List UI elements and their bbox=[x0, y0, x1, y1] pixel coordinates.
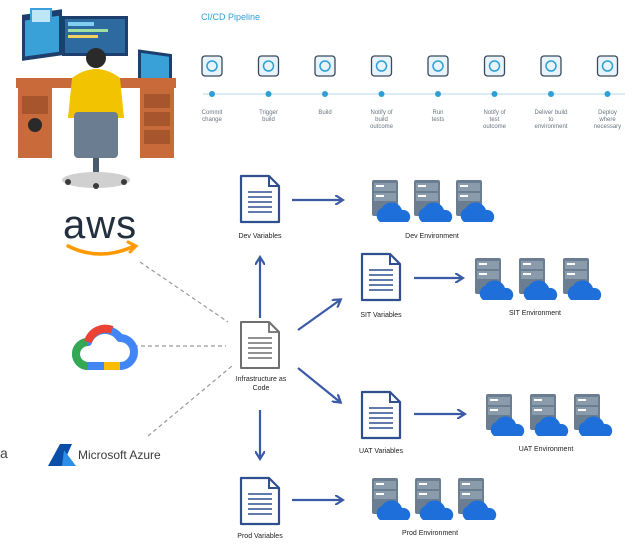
pipeline-dots bbox=[209, 91, 611, 97]
env-arrows bbox=[292, 200, 464, 500]
iac-label: Infrastructure as Code bbox=[235, 376, 287, 392]
pipeline-stage-dot bbox=[378, 91, 385, 97]
pipeline-stage-label: Deploy where necessary bbox=[593, 110, 622, 130]
sit-variables-label: SIT Variables bbox=[360, 312, 402, 319]
sit-environment-label: SIT Environment bbox=[508, 310, 561, 317]
dev-variables-label: Dev Variables bbox=[238, 233, 282, 240]
prod-variables-label: Prod Variables bbox=[237, 533, 283, 540]
azure-logo-icon bbox=[48, 444, 76, 466]
pipeline-stage-dot bbox=[322, 91, 328, 97]
uat-servers bbox=[486, 394, 613, 436]
aws-logo-text: aws bbox=[63, 203, 138, 247]
pipeline-icons bbox=[201, 55, 619, 77]
pipeline-stage-dot bbox=[491, 91, 498, 97]
dev-environment-label: Dev Environment bbox=[405, 233, 459, 240]
uat-environment-label: UAT Environment bbox=[518, 446, 574, 453]
cloud-to-iac-links bbox=[134, 261, 233, 437]
dev-variables-doc-icon bbox=[239, 174, 281, 224]
chip-icon bbox=[427, 55, 449, 77]
prod-variables-doc-icon bbox=[239, 476, 281, 526]
pipeline-title: CI/CD Pipeline bbox=[201, 12, 261, 22]
gear-icon bbox=[257, 55, 280, 77]
robot-arm-icon bbox=[314, 55, 336, 77]
rocket-icon bbox=[596, 55, 619, 77]
pipeline-stage-label: Trigger build bbox=[259, 110, 278, 123]
prod-environment-label: Prod Environment bbox=[401, 530, 459, 537]
google-cloud-logo-icon bbox=[72, 324, 138, 370]
pipeline-stage-label: Run tests bbox=[431, 110, 445, 123]
clipboard-icon bbox=[483, 55, 506, 77]
developer-desk-illustration bbox=[14, 8, 176, 189]
pipeline-stage-label: Build bbox=[318, 110, 332, 116]
pipeline-stage-label: Deliver build to environment bbox=[534, 110, 568, 130]
prod-servers bbox=[372, 478, 497, 520]
layers-icon bbox=[540, 55, 562, 77]
sit-servers bbox=[475, 258, 602, 300]
aws-smile bbox=[66, 240, 139, 256]
pipeline-stage-dot bbox=[548, 91, 554, 97]
dev-servers bbox=[372, 180, 495, 222]
uat-variables-label: UAT Variables bbox=[359, 448, 403, 455]
pipeline-stage-dot bbox=[265, 91, 272, 97]
pipeline-stage-dot bbox=[209, 91, 215, 97]
edge-fragment: a bbox=[0, 445, 8, 461]
pipeline-stage-label: Commit change bbox=[201, 110, 223, 123]
sit-variables-doc-icon bbox=[360, 252, 402, 302]
iac-arrows bbox=[260, 258, 340, 458]
checklist-icon bbox=[370, 55, 393, 77]
azure-logo-text: Microsoft Azure bbox=[78, 448, 161, 462]
pipeline-stage-label: Notify of build outcome bbox=[369, 110, 393, 130]
uat-variables-doc-icon bbox=[360, 390, 402, 440]
pipeline-stage-dot bbox=[604, 91, 611, 97]
box-icon bbox=[201, 55, 223, 77]
pipeline-stage-dot bbox=[435, 91, 441, 97]
pipeline-stage-label: Notify of test outcome bbox=[482, 110, 506, 130]
iac-document-icon bbox=[240, 321, 280, 369]
